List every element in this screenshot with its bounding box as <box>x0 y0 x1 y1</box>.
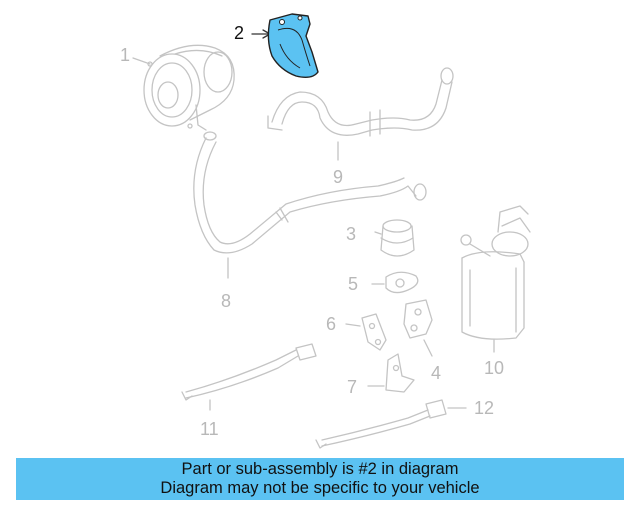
tube-part-8[interactable] <box>193 131 427 279</box>
bracket-part-7[interactable] <box>367 353 415 393</box>
caption-line-1: Part or sub-assembly is #2 in diagram <box>181 460 459 478</box>
caption-banner: Part or sub-assembly is #2 in diagram Di… <box>16 458 624 500</box>
air-pump-part-1[interactable] <box>143 44 235 131</box>
highlighted-part-2[interactable] <box>267 13 319 79</box>
plate-part-6[interactable] <box>345 313 387 351</box>
hose-part-9[interactable] <box>267 67 454 161</box>
callout-2: 2 <box>234 23 245 43</box>
callout-6: 6 <box>326 314 337 334</box>
callout-11: 11 <box>200 419 219 439</box>
callout-7: 7 <box>347 377 358 397</box>
callout-4: 4 <box>431 363 442 383</box>
callout-9: 9 <box>333 167 344 187</box>
callout-12: 12 <box>474 398 495 418</box>
parts-diagram <box>132 13 531 449</box>
callout-5: 5 <box>348 274 359 294</box>
callout-10: 10 <box>484 358 505 378</box>
callout-3: 3 <box>346 224 357 244</box>
canister-part-10[interactable] <box>460 205 531 353</box>
bracket-part-4[interactable] <box>403 299 433 357</box>
callout-1: 1 <box>120 45 131 65</box>
sensor-part-12[interactable] <box>315 399 467 449</box>
caption-line-2: Diagram may not be specific to your vehi… <box>160 479 480 497</box>
coupling-part-3[interactable] <box>374 219 415 257</box>
sensor-part-11[interactable] <box>181 343 317 411</box>
callout-8: 8 <box>221 291 232 311</box>
gasket-part-5[interactable] <box>371 271 419 294</box>
